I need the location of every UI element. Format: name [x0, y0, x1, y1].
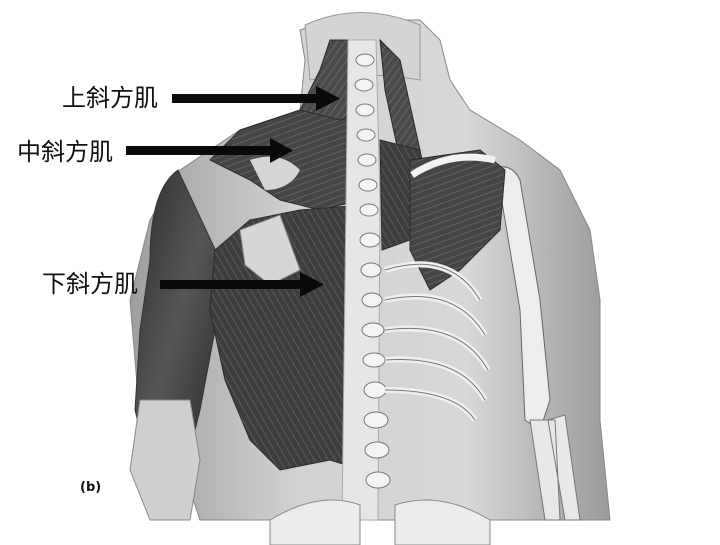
label-middle-trapezius: 中斜方肌 — [17, 138, 113, 166]
rib-outlines — [384, 263, 489, 421]
label-arrows — [126, 86, 340, 297]
arrow-lower-trapezius — [160, 272, 324, 297]
left-scapula-window — [239, 214, 301, 286]
vertebrae — [354, 53, 391, 489]
right-scapula — [409, 149, 506, 291]
left-forearm — [129, 399, 201, 521]
panel-label: (b) — [80, 480, 102, 495]
acromion-fascia — [250, 156, 300, 190]
lower-trapezius — [209, 204, 363, 471]
scapular-spine — [410, 153, 496, 178]
label-upper-trapezius: 上斜方肌 — [62, 84, 158, 112]
pelvis — [269, 499, 491, 545]
right-forearm-bones — [529, 414, 581, 521]
arrow-upper-trapezius — [172, 86, 340, 111]
arrow-middle-trapezius — [126, 138, 293, 163]
middle-trapezius — [209, 109, 363, 211]
label-lower-trapezius: 下斜方肌 — [42, 270, 138, 298]
